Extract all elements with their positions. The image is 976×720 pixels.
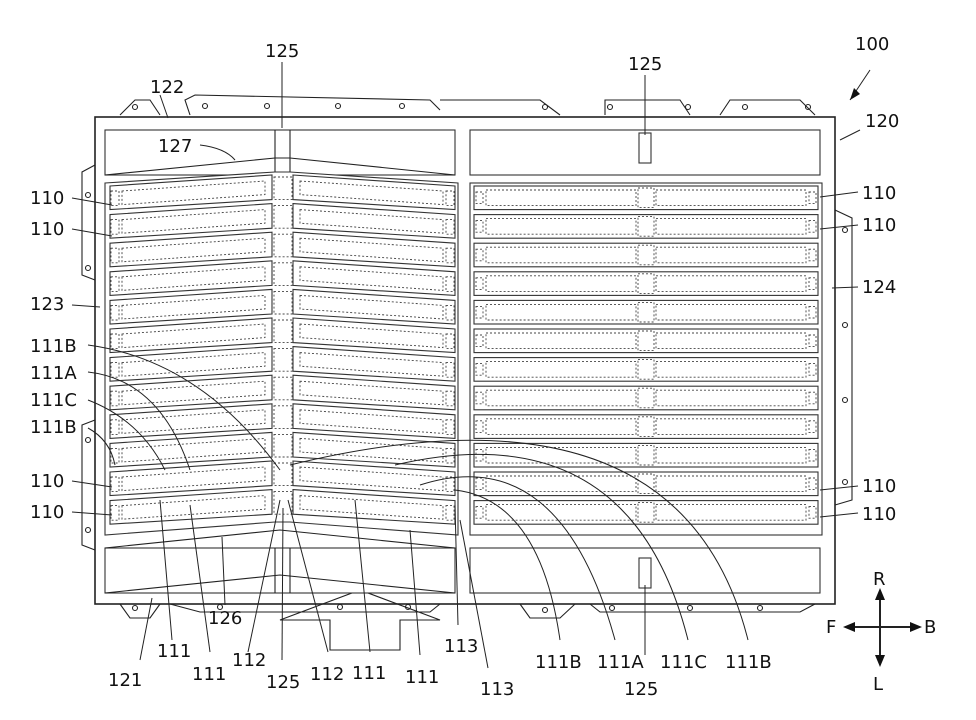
right-cell-row bbox=[474, 215, 818, 239]
label-110-right-2: 110 bbox=[862, 215, 896, 236]
label-111A-bottom: 111A bbox=[597, 652, 644, 673]
top-flange bbox=[120, 95, 815, 115]
label-125-bottom-2: 125 bbox=[624, 679, 658, 700]
label-110-right-3: 110 bbox=[862, 476, 896, 497]
label-110-left-3: 110 bbox=[30, 471, 64, 492]
label-123: 123 bbox=[30, 294, 64, 315]
label-111B-bottom-2: 111B bbox=[725, 652, 772, 673]
label-111C-left: 111C bbox=[30, 390, 77, 411]
right-cell-row bbox=[474, 300, 818, 324]
pointer-arrow bbox=[850, 88, 860, 100]
right-cell-row bbox=[474, 186, 818, 210]
label-111-bottom-1: 111 bbox=[157, 641, 191, 662]
label-112-bottom-2: 112 bbox=[310, 664, 344, 685]
label-125-bottom: 125 bbox=[266, 672, 300, 693]
right-cell-stack bbox=[470, 183, 822, 535]
label-125-top-right: 125 bbox=[628, 54, 662, 75]
right-cell-row bbox=[474, 415, 818, 439]
label-112-bottom-1: 112 bbox=[232, 650, 266, 671]
right-cell-row bbox=[474, 443, 818, 467]
label-110-left-1: 110 bbox=[30, 188, 64, 209]
label-110-right-1: 110 bbox=[862, 183, 896, 204]
label-127: 127 bbox=[158, 136, 192, 157]
label-111-bottom-3: 111 bbox=[352, 663, 386, 684]
direction-l: L bbox=[873, 674, 883, 695]
right-cell-row bbox=[474, 358, 818, 382]
label-110-left-4: 110 bbox=[30, 502, 64, 523]
right-cell-row bbox=[474, 243, 818, 267]
label-110-left-2: 110 bbox=[30, 219, 64, 240]
label-126: 126 bbox=[208, 608, 242, 629]
direction-r: R bbox=[873, 569, 886, 590]
label-110-right-4: 110 bbox=[862, 504, 896, 525]
label-111B-left-1: 111B bbox=[30, 336, 77, 357]
label-111A-left: 111A bbox=[30, 363, 77, 384]
label-125-top-left: 125 bbox=[265, 41, 299, 62]
label-113-bottom-1: 113 bbox=[444, 636, 478, 657]
direction-f: F bbox=[826, 617, 836, 638]
label-111C-bottom: 111C bbox=[660, 652, 707, 673]
left-cell-stack bbox=[105, 172, 458, 535]
right-cell-row bbox=[474, 501, 818, 525]
label-111B-left-2: 111B bbox=[30, 417, 77, 438]
label-124: 124 bbox=[862, 277, 896, 298]
direction-b: B bbox=[924, 617, 936, 638]
label-122: 122 bbox=[150, 77, 184, 98]
right-cell-row bbox=[474, 386, 818, 410]
label-111-bottom-2: 111 bbox=[192, 664, 226, 685]
direction-indicator bbox=[843, 588, 922, 667]
right-cell-row bbox=[474, 329, 818, 353]
label-120: 120 bbox=[865, 111, 899, 132]
right-side-tabs bbox=[835, 210, 852, 505]
right-cell-row bbox=[474, 272, 818, 296]
label-100: 100 bbox=[855, 34, 889, 55]
label-111-bottom-4: 111 bbox=[405, 667, 439, 688]
left-side-tabs bbox=[82, 165, 95, 550]
label-111B-bottom-1: 111B bbox=[535, 652, 582, 673]
label-121: 121 bbox=[108, 670, 142, 691]
label-113-bottom-2: 113 bbox=[480, 679, 514, 700]
